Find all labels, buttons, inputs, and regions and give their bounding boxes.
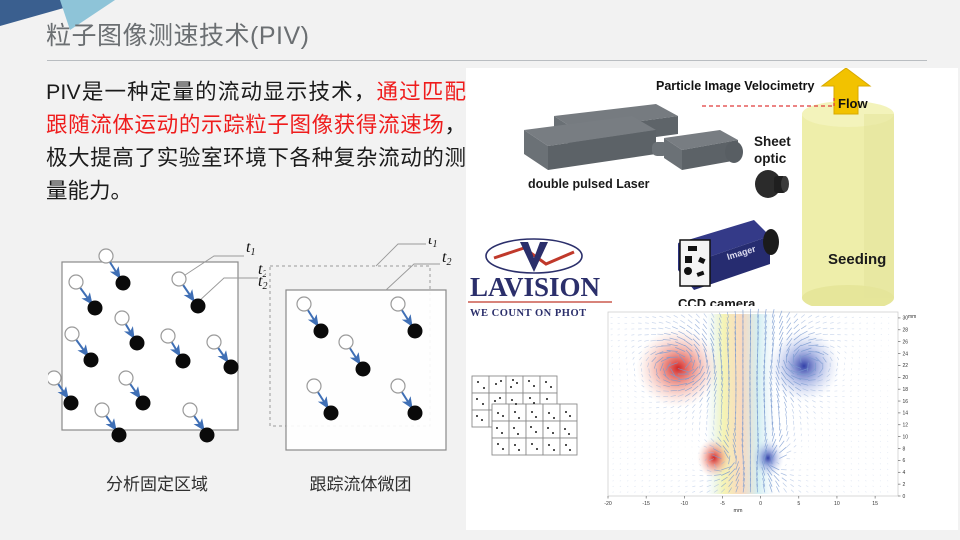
double-pulsed-laser-icon xyxy=(524,104,743,170)
svg-text:8: 8 xyxy=(903,446,906,452)
page-title: 粒子图像测速技术(PIV) xyxy=(46,22,310,50)
grid-particles xyxy=(476,379,571,451)
title-divider xyxy=(47,60,927,61)
label-sheet-optic-line2: optic xyxy=(754,151,787,166)
svg-text:-15: -15 xyxy=(642,501,650,507)
corner-triangle-logo xyxy=(0,0,120,30)
vorticity-blobs xyxy=(636,328,840,478)
leader-line-t2 xyxy=(197,277,258,303)
label-t1: t1 xyxy=(428,238,437,250)
svg-text:4: 4 xyxy=(903,470,906,476)
particle-pairs xyxy=(48,248,239,443)
particle-pair xyxy=(48,370,79,411)
particle-pairs xyxy=(296,296,423,421)
label-seeding: Seeding xyxy=(828,251,886,268)
svg-text:18: 18 xyxy=(903,387,909,393)
particle-pair xyxy=(338,334,371,377)
flow-arrow-icon xyxy=(820,68,872,115)
particle-pair xyxy=(182,402,215,443)
svg-text:5: 5 xyxy=(797,501,800,507)
svg-text:0: 0 xyxy=(903,494,906,500)
lavision-wordmark: LAVISION xyxy=(470,272,601,302)
svg-text:0: 0 xyxy=(759,501,762,507)
label-t1: t1 xyxy=(246,239,255,258)
figure-fixed-region-caption: 分析固定区域 xyxy=(106,475,208,494)
particle-pair xyxy=(171,271,206,314)
svg-text:-20: -20 xyxy=(604,501,612,507)
vortex-core-positive-lower xyxy=(697,438,731,478)
piv-setup-diagram: Particle Image Velocimetry Seeding Flow xyxy=(466,68,958,318)
svg-text:24: 24 xyxy=(903,351,909,357)
particle-pair xyxy=(94,402,127,443)
figure-fixed-region: t1 t2 xyxy=(48,238,266,456)
label-flow: Flow xyxy=(838,96,868,111)
particle-pair xyxy=(206,334,239,375)
right-image-panel: Particle Image Velocimetry Seeding Flow xyxy=(466,68,958,530)
vortex-core-positive-upper xyxy=(636,328,720,408)
label-sheet-optic-line1: Sheet xyxy=(754,134,791,149)
setup-title: Particle Image Velocimetry xyxy=(656,79,814,93)
svg-text:-5: -5 xyxy=(720,501,725,507)
svg-text:16: 16 xyxy=(903,399,909,405)
y-axis-label: mm xyxy=(908,314,916,320)
label-t2-left: t2 xyxy=(258,273,267,292)
interrogation-window-grid xyxy=(470,368,596,464)
svg-text:15: 15 xyxy=(872,501,878,507)
vortex-core-negative-lower xyxy=(752,439,784,477)
particle-pair xyxy=(114,310,145,351)
svg-text:-10: -10 xyxy=(681,501,689,507)
svg-text:20: 20 xyxy=(903,375,909,381)
figure-tracked-parcel: t1 t2 t2 xyxy=(258,238,463,456)
particle-pair xyxy=(390,378,423,421)
svg-text:28: 28 xyxy=(903,328,909,334)
lavision-logo: LAVISION WE COUNT ON PHOTONS xyxy=(468,238,612,318)
svg-text:22: 22 xyxy=(903,363,909,369)
leader-line-t2 xyxy=(385,263,440,291)
svg-text:14: 14 xyxy=(903,411,909,417)
particle-pair xyxy=(296,296,329,339)
body-paragraph: PIV是一种定量的流动显示技术，通过匹配跟随流体运动的示踪粒子图像获得流速场，极… xyxy=(46,76,466,208)
velocity-vectors xyxy=(610,308,890,493)
particle-pair xyxy=(390,296,423,339)
particle-pair xyxy=(306,378,339,421)
svg-text:2: 2 xyxy=(903,482,906,488)
svg-text:30: 30 xyxy=(903,316,909,322)
particle-pair xyxy=(118,370,151,411)
label-t2: t2 xyxy=(258,261,266,280)
particle-pair xyxy=(160,328,191,369)
logo-light-triangle xyxy=(60,0,115,30)
svg-text:12: 12 xyxy=(903,423,909,429)
svg-text:6: 6 xyxy=(903,458,906,464)
svg-text:10: 10 xyxy=(903,434,909,440)
particle-pair xyxy=(64,326,99,368)
plot-frame xyxy=(607,311,899,497)
particle-pair xyxy=(68,274,103,316)
particle-pair xyxy=(98,248,131,291)
body-segment-1: PIV是一种定量的流动显示技术， xyxy=(46,80,377,104)
x-axis-ticks: -20 -15 -10 -5 0 5 10 15 xyxy=(604,496,878,507)
body-segment-highlight: 通过匹配跟随流体运动的示踪粒子图像获得流速场 xyxy=(46,80,466,137)
x-axis-label: mm xyxy=(734,508,743,514)
body-segment-3: ，极大提高了实验室环境下各种复杂流动的测量能力。 xyxy=(46,113,466,203)
figure-tracked-parcel-caption: 跟踪流体微团 xyxy=(309,475,412,494)
svg-text:10: 10 xyxy=(834,501,840,507)
lavision-tagline: WE COUNT ON PHOTONS xyxy=(470,308,610,318)
grid-b xyxy=(491,403,578,456)
leader-line-t1 xyxy=(375,243,426,267)
svg-text:26: 26 xyxy=(903,339,909,345)
label-t2: t2 xyxy=(442,249,451,268)
ccd-camera-icon: Imager xyxy=(678,220,779,290)
sheet-optic-icon xyxy=(755,170,789,198)
leader-line-t1 xyxy=(178,255,244,280)
seeding-cylinder xyxy=(802,101,894,311)
label-double-pulsed-laser: double pulsed Laser xyxy=(528,177,650,191)
